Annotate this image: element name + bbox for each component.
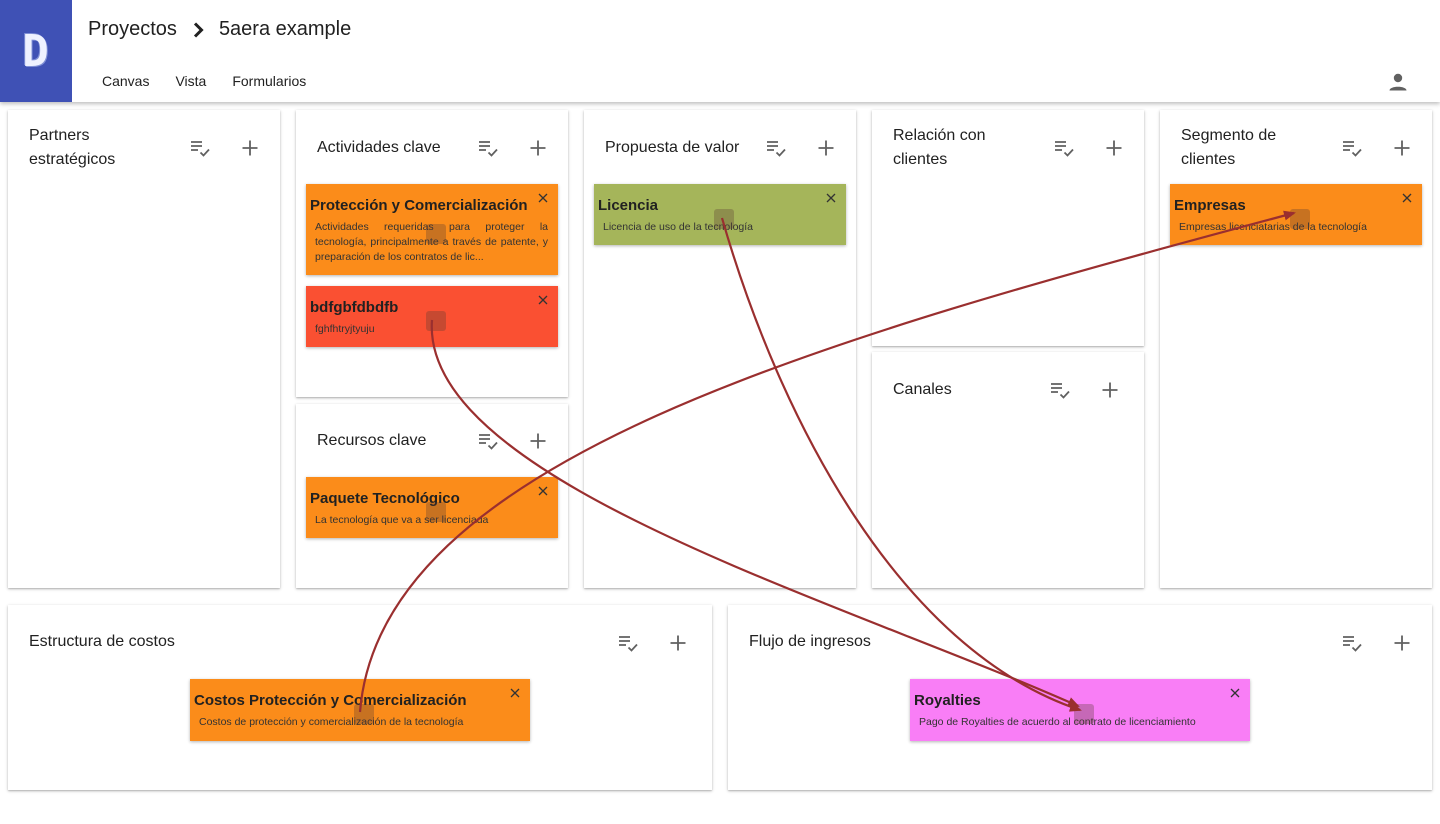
playlist-check-icon[interactable] xyxy=(476,429,500,453)
close-icon[interactable] xyxy=(537,191,549,203)
note-title: Empresas xyxy=(1174,197,1246,214)
connector-handle[interactable] xyxy=(354,704,374,724)
block-title: Canales xyxy=(893,381,952,398)
plus-icon[interactable] xyxy=(1098,378,1122,402)
app-header: D Proyectos 5aera example Canvas Vista F… xyxy=(0,0,1440,102)
connector-handle[interactable] xyxy=(1074,704,1094,724)
plus-icon[interactable] xyxy=(666,631,690,655)
breadcrumb-current: 5aera example xyxy=(218,18,352,40)
note-title: Licencia xyxy=(598,197,659,214)
plus-icon[interactable] xyxy=(1390,631,1414,655)
note-costos[interactable]: Costos Protección y Comercialización Cos… xyxy=(190,679,530,741)
plus-icon[interactable] xyxy=(526,429,550,453)
note-bdfg[interactable]: bdfgbfdbdfb fghfhtryjtyuju xyxy=(306,286,558,347)
block-title: Recursos clave xyxy=(317,432,427,449)
playlist-check-icon[interactable] xyxy=(1340,631,1364,655)
note-proteccion[interactable]: Protección y Comercialización Actividade… xyxy=(306,184,558,275)
playlist-check-icon[interactable] xyxy=(1048,378,1072,402)
block-title: Flujo de ingresos xyxy=(749,633,871,650)
connector-handle[interactable] xyxy=(426,311,446,331)
playlist-check-icon[interactable] xyxy=(476,136,500,160)
tab-vista[interactable]: Vista xyxy=(175,73,207,89)
note-description: Costos de protección y comercialización … xyxy=(199,716,464,728)
close-icon[interactable] xyxy=(1401,191,1413,203)
connector-handle[interactable] xyxy=(1290,209,1310,229)
tab-canvas[interactable]: Canvas xyxy=(102,73,150,89)
account-icon[interactable] xyxy=(1386,70,1410,94)
note-description: Pago de Royalties de acuerdo al contrato… xyxy=(919,716,1196,728)
playlist-check-icon[interactable] xyxy=(764,136,788,160)
note-royalties[interactable]: Royalties Pago de Royalties de acuerdo a… xyxy=(910,679,1250,741)
chevron-right-icon xyxy=(193,21,205,38)
close-icon[interactable] xyxy=(1229,686,1241,698)
logo-letter: D xyxy=(22,25,50,77)
playlist-check-icon[interactable] xyxy=(1340,136,1364,160)
note-paquete[interactable]: Paquete Tecnológico La tecnología que va… xyxy=(306,477,558,538)
close-icon[interactable] xyxy=(825,191,837,203)
note-title: Protección y Comercialización xyxy=(310,197,528,214)
block-canales: Canales xyxy=(872,352,1144,588)
close-icon[interactable] xyxy=(537,484,549,496)
app-logo[interactable]: D xyxy=(0,0,72,102)
main-tabs: Canvas Vista Formularios xyxy=(102,73,332,89)
connector-handle[interactable] xyxy=(426,224,446,244)
connector-handle[interactable] xyxy=(426,502,446,522)
plus-icon[interactable] xyxy=(1102,136,1126,160)
plus-icon[interactable] xyxy=(526,136,550,160)
block-title: Actividades clave xyxy=(317,139,441,156)
connector-handle[interactable] xyxy=(714,209,734,229)
block-propuesta: Propuesta de valor xyxy=(584,110,856,588)
plus-icon[interactable] xyxy=(238,136,262,160)
plus-icon[interactable] xyxy=(814,136,838,160)
playlist-check-icon[interactable] xyxy=(616,631,640,655)
block-title: Propuesta de valor xyxy=(605,139,740,156)
note-empresas[interactable]: Empresas Empresas licenciatarias de la t… xyxy=(1170,184,1422,245)
plus-icon[interactable] xyxy=(1390,136,1414,160)
close-icon[interactable] xyxy=(509,686,521,698)
playlist-check-icon[interactable] xyxy=(188,136,212,160)
breadcrumb-root[interactable]: Proyectos xyxy=(88,18,177,40)
block-title: Estructura de costos xyxy=(29,633,175,650)
breadcrumb: Proyectos 5aera example xyxy=(88,18,351,41)
note-licencia[interactable]: Licencia Licencia de uso de la tecnologí… xyxy=(594,184,846,245)
close-icon[interactable] xyxy=(537,293,549,305)
playlist-check-icon[interactable] xyxy=(1052,136,1076,160)
tab-formularios[interactable]: Formularios xyxy=(232,73,307,89)
